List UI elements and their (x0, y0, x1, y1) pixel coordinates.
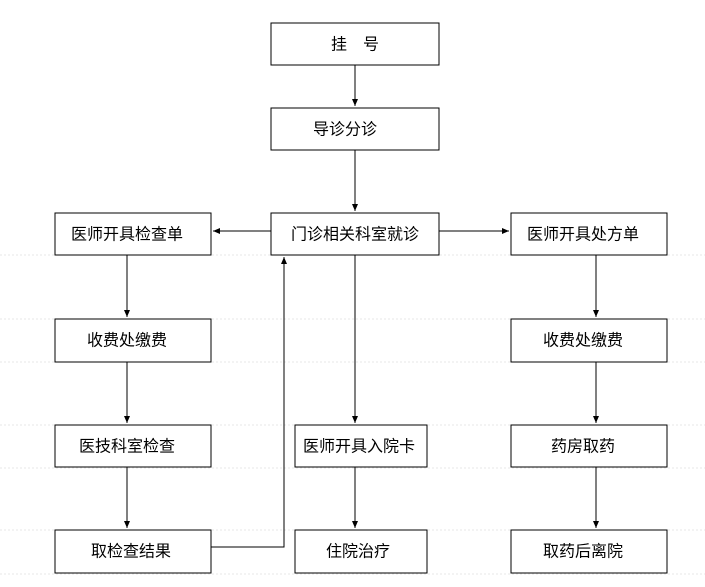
node-leave-label: 取药后离院 (543, 542, 623, 561)
node-tech-exam-label: 医技科室检查 (79, 437, 175, 456)
node-pharmacy-label: 药房取药 (551, 437, 615, 456)
node-exam-order: 医师开具检查单 (54, 212, 212, 256)
node-pay-rx-label: 收费处缴费 (543, 331, 623, 350)
arrow-results-back-to-outpatient (211, 257, 287, 548)
node-admission-card-label: 医师开具入院卡 (303, 437, 415, 456)
node-admission-card: 医师开具入院卡 (294, 424, 428, 468)
node-register: 挂 号 (270, 22, 440, 66)
node-get-results: 取检查结果 (54, 529, 212, 574)
guide-lines (0, 254, 705, 575)
node-register-label: 挂 号 (331, 35, 379, 54)
node-pharmacy: 药房取药 (510, 424, 668, 468)
node-triage-label: 导诊分诊 (313, 120, 377, 139)
node-triage: 导诊分诊 (270, 107, 440, 151)
node-prescription: 医师开具处方单 (510, 212, 668, 256)
node-exam-order-label: 医师开具检查单 (71, 225, 183, 244)
node-prescription-label: 医师开具处方单 (527, 225, 639, 244)
node-pay-rx: 收费处缴费 (510, 318, 668, 363)
node-outpatient: 门诊相关科室就诊 (270, 212, 440, 256)
node-get-results-label: 取检查结果 (91, 542, 171, 561)
node-leave: 取药后离院 (510, 529, 668, 574)
node-tech-exam: 医技科室检查 (54, 424, 212, 468)
node-hospitalize-label: 住院治疗 (326, 542, 390, 561)
node-hospitalize: 住院治疗 (294, 529, 428, 574)
node-outpatient-label: 门诊相关科室就诊 (291, 225, 419, 244)
node-pay-exam: 收费处缴费 (54, 318, 212, 363)
node-pay-exam-label: 收费处缴费 (87, 331, 167, 350)
